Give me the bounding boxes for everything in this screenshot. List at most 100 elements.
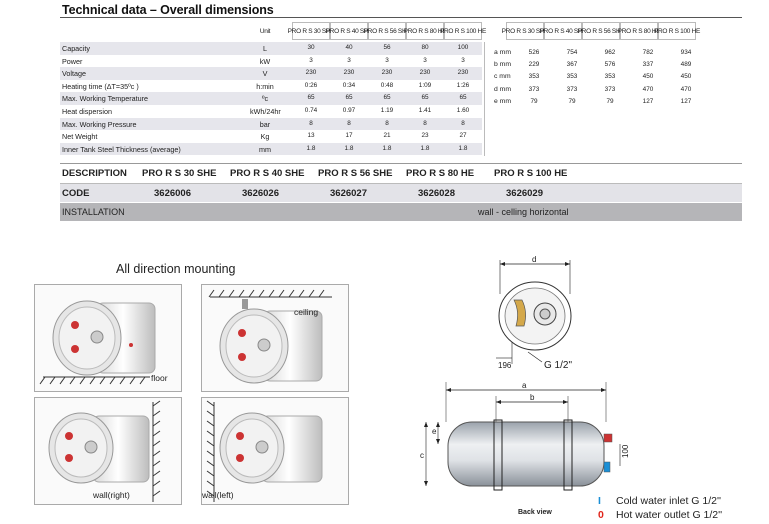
description-value: PRO R S 100 HE [494,168,568,179]
dim-model-header: PRO R S 80 HE [618,22,661,40]
spec-row-value: 3 [385,56,389,64]
spec-row-value: 8 [423,119,427,127]
front-view-drawing: a b c e 100 Back view [420,381,630,516]
dim-b-label: b [530,393,535,402]
description-value: PRO R S 40 SHE [230,168,305,179]
spec-row-unit: bar [259,119,271,129]
spec-row-value: 3 [347,56,351,64]
spec-row-value: 8 [461,119,465,127]
spec-row-value: 8 [385,119,389,127]
wall-left-label: wall(left) [202,490,234,500]
installation-label: INSTALLATION [62,207,125,217]
dimension-row-label: e mm [494,97,511,105]
spec-row-value: 1:09 [418,81,432,89]
dimension-row-value: 337 [642,61,654,69]
dimension-row-value: 489 [680,61,692,69]
installation-value: wall - celling horizontal [478,207,569,217]
dimension-row-value: 79 [606,97,614,105]
dimension-row-value: 127 [680,97,692,105]
spec-row-value: 230 [305,69,317,77]
thread-label: G 1/2" [544,360,572,371]
code-value: 3626028 [418,188,455,199]
dimension-row-label: d mm [494,85,511,93]
spec-row-unit: L [263,44,267,53]
spec-row-value: 21 [383,132,391,140]
dimension-row-value: 127 [642,97,654,105]
dimension-row-value: 576 [604,61,616,69]
installation-row: INSTALLATION wall - celling horizontal [60,203,742,221]
spec-row-label: Capacity [62,44,90,53]
dimension-row-value: 353 [528,73,540,81]
spec-row-value: 0:48 [380,81,394,89]
spec-row-value: 1.8 [306,144,316,152]
spec-row-value: 40 [345,44,353,51]
spec-row-label: Max. Working Temperature [62,94,149,104]
spec-row-value: 100 [457,44,469,51]
description-value: PRO R S 30 SHE [142,168,217,179]
spec-row-unit: Kg [260,132,270,142]
dimension-row-label: a mm [494,49,511,56]
spec-model-header: PRO R S 40 SHE [326,22,373,40]
code-row: CODE 3626006 3626026 3626027 3626028 362… [60,183,742,202]
spec-row-value: 27 [459,132,467,140]
spec-row-value: 3 [423,56,427,64]
cold-water-symbol: I [598,495,601,507]
spec-row-unit: kWh/24hr [250,106,281,116]
dimension-row-value: 373 [566,85,578,93]
dimension-row-value: 934 [680,49,692,56]
code-value: 3626029 [506,188,543,199]
code-label: CODE [62,188,90,199]
spec-row-value: 3 [309,56,313,64]
spec-row-value: 23 [421,132,429,140]
dimension-row-value: 526 [528,49,540,56]
spec-row-value: 1:26 [456,81,470,89]
title-rule [60,17,742,18]
spec-row-value: 1.8 [458,144,468,152]
unit-header: Unit [259,27,271,35]
table-divider [484,42,485,156]
spec-row-label: Net Weight [62,132,98,142]
spec-row-label: Voltage [62,69,86,79]
spec-row-value: 65 [345,94,353,102]
spec-model-header: PRO R S 56 SHE [364,22,411,40]
heater-wall-left-image [206,400,323,502]
dimension-row-value: 353 [604,73,616,81]
spec-row-value: 65 [383,94,391,102]
ceiling-label: ceiling [294,307,319,317]
spec-row-value: 0.74 [304,106,318,114]
heater-wall-right-image [48,400,161,502]
dimension-row-label: b mm [494,61,511,69]
spec-row-value: 65 [307,94,315,102]
spec-row-value: 56 [383,44,391,51]
heater-ceiling-image [208,289,332,384]
spec-row-value: 230 [381,69,393,77]
dimension-row-value: 962 [604,49,616,56]
side-view-drawing: d 196 G 1/2" [496,255,572,371]
mounting-panel-wall-left: wall(left) [201,397,349,505]
dimension-row-value: 79 [530,97,538,105]
dimension-row-value: 754 [566,49,578,56]
dimension-row-value: 470 [680,85,692,93]
dim-d-label: d [532,255,536,264]
spec-row-value: 230 [343,69,355,77]
dimension-row-value: 229 [528,61,540,69]
mounting-panel-wall-right: wall(right) [34,397,182,505]
spec-row-unit: mm [259,144,271,154]
code-value: 3626006 [154,188,191,199]
dimension-row-value: 79 [568,97,576,105]
spec-row-value: 1.60 [456,106,470,114]
dimension-row-value: 450 [642,73,654,81]
spec-table: Unit PRO R S 30 SHE PRO R S 40 SHE PRO R… [60,18,742,158]
